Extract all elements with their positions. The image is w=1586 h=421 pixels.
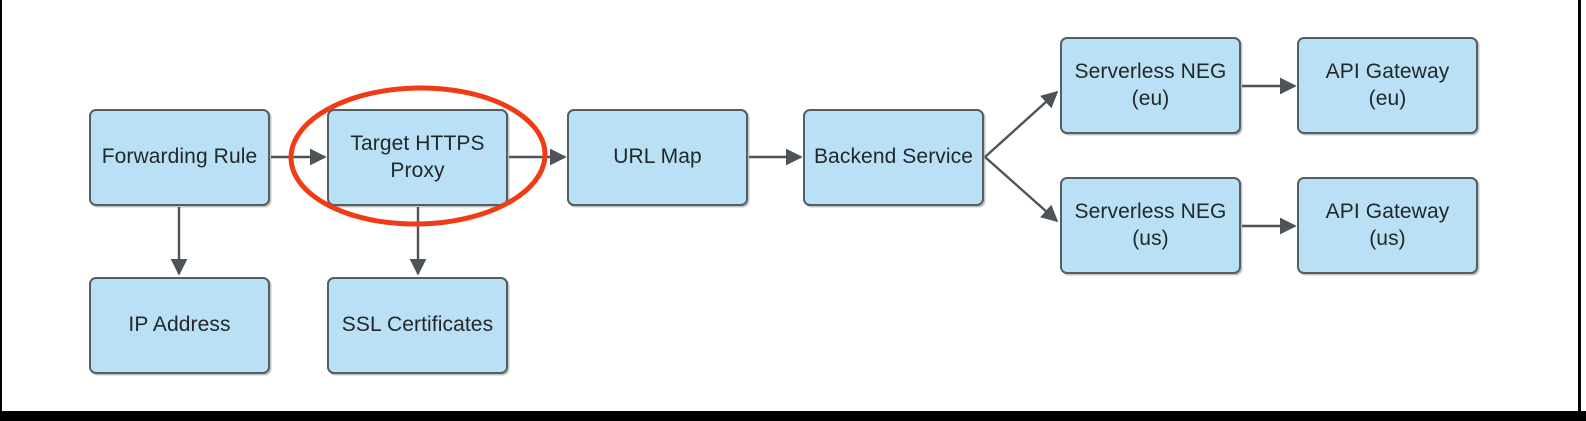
node-target-https-proxy[interactable]: Target HTTPS Proxy — [327, 109, 508, 206]
node-label-serverless-neg-eu: Serverless NEG (eu) — [1074, 59, 1227, 110]
node-label-url-map: URL Map — [613, 145, 702, 169]
node-ip-address[interactable]: IP Address — [89, 277, 270, 374]
page-border-bottom — [0, 411, 1586, 421]
page-border-left — [0, 0, 2, 421]
node-ssl-certificates[interactable]: SSL Certificates — [327, 277, 508, 374]
node-label-forwarding-rule: Forwarding Rule — [101, 145, 258, 169]
node-serverless-neg-eu[interactable]: Serverless NEG (eu) — [1060, 37, 1241, 134]
node-label-serverless-neg-us: Serverless NEG (us) — [1074, 199, 1227, 250]
node-api-gateway-eu[interactable]: API Gateway (eu) — [1297, 37, 1478, 134]
node-backend-service[interactable]: Backend Service — [803, 109, 984, 206]
node-label-target-https-proxy: Target HTTPS Proxy — [350, 131, 485, 182]
node-serverless-neg-us[interactable]: Serverless NEG (us) — [1060, 177, 1241, 274]
node-label-backend-service: Backend Service — [813, 145, 974, 169]
node-label-api-gateway-us: API Gateway (us) — [1325, 199, 1450, 250]
node-label-ip-address: IP Address — [128, 313, 231, 337]
edge-backend-service-to-serverless-neg-eu — [984, 90, 1059, 158]
node-url-map[interactable]: URL Map — [567, 109, 748, 206]
node-forwarding-rule[interactable]: Forwarding Rule — [89, 109, 270, 206]
node-label-api-gateway-eu: API Gateway (eu) — [1325, 59, 1450, 110]
edge-backend-service-to-serverless-neg-us — [984, 156, 1059, 223]
page-border-right — [1578, 0, 1581, 421]
node-label-ssl-certificates: SSL Certificates — [341, 313, 494, 337]
node-api-gateway-us[interactable]: API Gateway (us) — [1297, 177, 1478, 274]
